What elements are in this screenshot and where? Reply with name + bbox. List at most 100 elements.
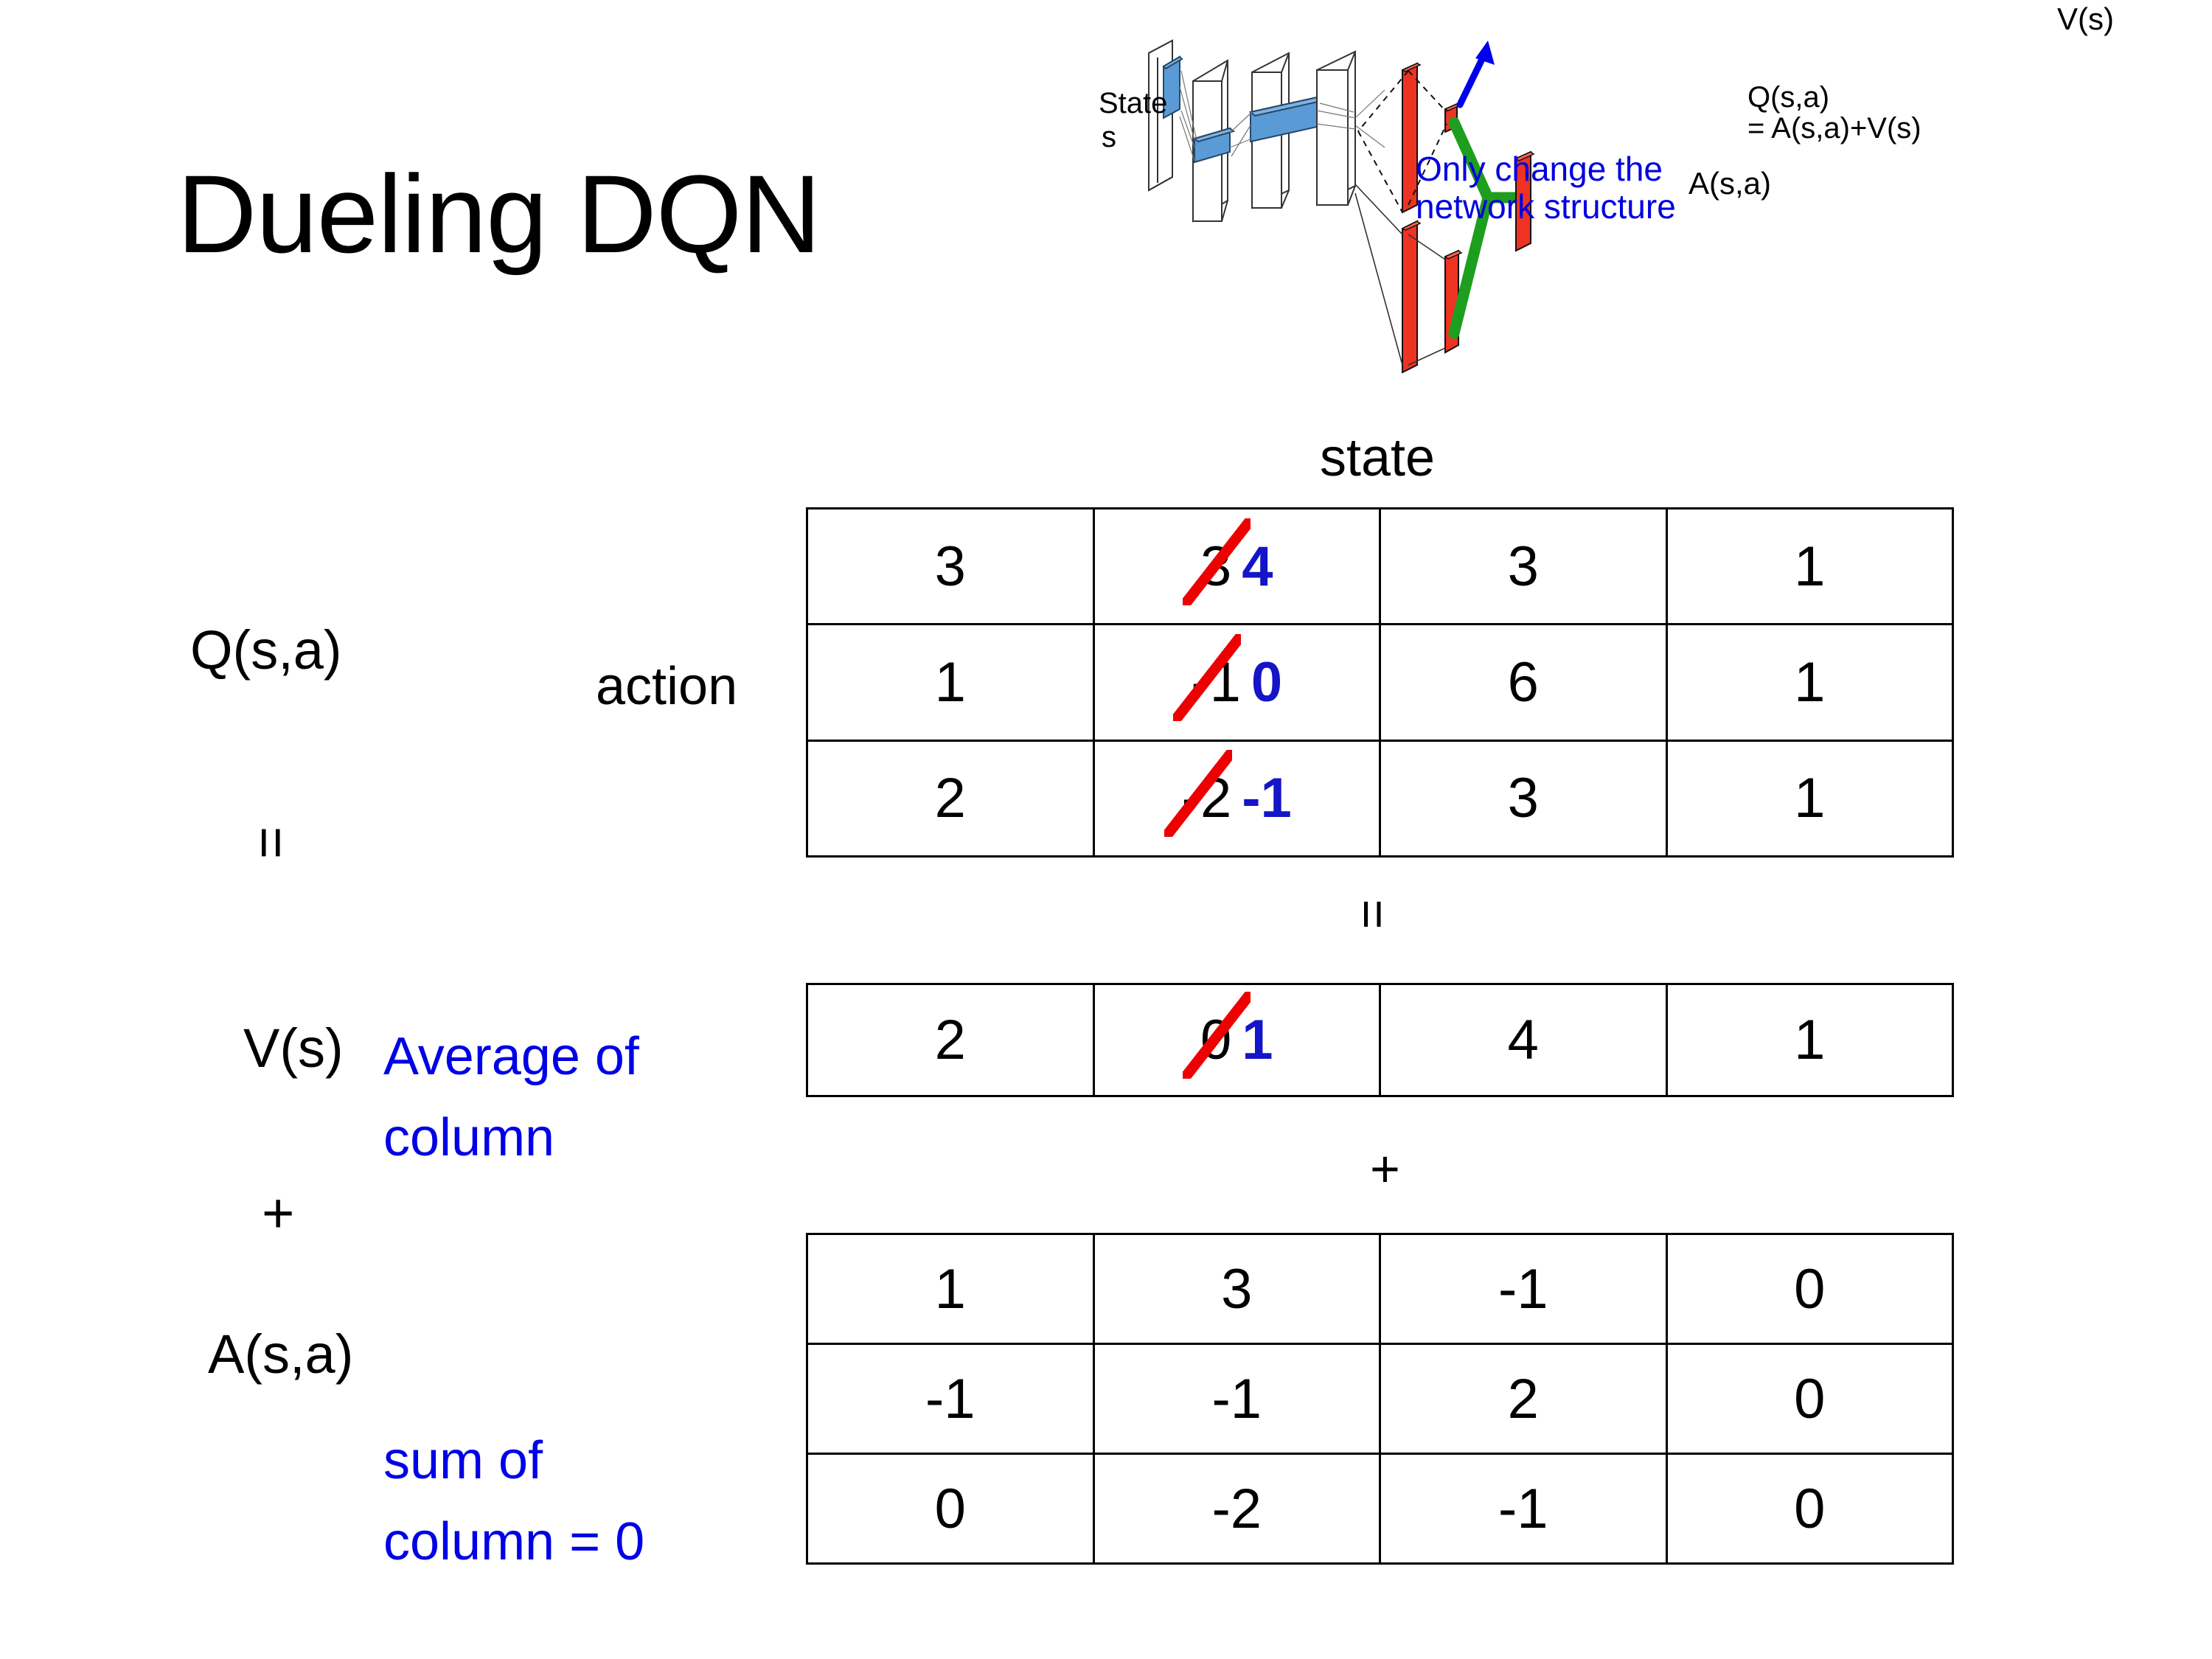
cell-value: -1 <box>925 1367 975 1430</box>
cell-content: 1 <box>1794 1008 1825 1072</box>
cell-value: 1 <box>934 1257 966 1321</box>
diagram-state-label-line2: s <box>1102 121 1116 153</box>
cell-content: 3 <box>1221 1257 1252 1321</box>
cell-value: -1 <box>1211 1367 1262 1430</box>
a-table-row: 0 -2 -1 0 <box>806 1453 1954 1565</box>
q-table-cell: 1 <box>1665 739 1954 858</box>
a-table-cell: 0 <box>1665 1453 1954 1565</box>
q-table-cell: 3 <box>1379 507 1668 626</box>
cell-content: -2 <box>1211 1477 1262 1541</box>
cell-content: 3 <box>935 535 966 599</box>
cell-value: -1 <box>1498 1257 1548 1321</box>
average-of-column-note-line2: column <box>383 1108 555 1167</box>
diagram-a-label: A(s,a) <box>1688 166 1772 201</box>
updated-value: -1 <box>1242 767 1292 830</box>
sum-of-column-note-line2: column = 0 <box>383 1512 645 1571</box>
updated-value: 4 <box>1242 535 1273 598</box>
q-table-cell: 2 <box>806 739 1095 858</box>
cell-content: 6 <box>1508 650 1539 714</box>
network-diagram-svg <box>1148 39 1535 374</box>
cell-content: 3 <box>1508 535 1539 599</box>
q-function-label: Q(s,a) <box>190 619 342 681</box>
cell-content: -1 <box>1498 1477 1548 1541</box>
cell-value: 1 <box>1794 650 1826 714</box>
cell-content: 2 <box>1508 1367 1539 1431</box>
cell-content: 1 <box>1794 766 1825 830</box>
updated-value: 1 <box>1242 1009 1273 1071</box>
cell-content: -2-1 <box>1164 750 1292 838</box>
old-value-struck: 0 <box>1182 992 1251 1079</box>
updated-value: 0 <box>1251 650 1283 714</box>
cell-value: 4 <box>1507 1009 1539 1071</box>
a-function-label: A(s,a) <box>208 1324 354 1385</box>
cell-content: 1 <box>1794 535 1825 599</box>
cell-value: 2 <box>934 1009 966 1071</box>
cell-content: 2 <box>935 766 966 830</box>
a-table-cell: -1 <box>1092 1343 1381 1455</box>
cell-content: 2 <box>935 1008 966 1072</box>
cell-content: 1 <box>935 1257 966 1321</box>
diagram-state-label-line1: State <box>1099 87 1168 119</box>
a-table-cell: 2 <box>1379 1343 1668 1455</box>
cell-value: -1 <box>1498 1477 1548 1540</box>
cell-value: 1 <box>934 650 966 714</box>
cell-value: 0 <box>1794 1257 1826 1321</box>
a-table-cell: -1 <box>806 1343 1095 1455</box>
cell-value: 1 <box>1794 1009 1826 1071</box>
cell-content: 3 <box>1508 766 1539 830</box>
equals-between-q-and-v: = <box>1344 899 1402 930</box>
cell-value: 0 <box>934 1477 966 1540</box>
cell-value: -2 <box>1211 1477 1262 1540</box>
cell-value: 2 <box>934 767 966 830</box>
a-table-cell: -2 <box>1092 1453 1381 1565</box>
cell-value: 3 <box>1221 1257 1253 1321</box>
cell-content: 0 <box>1794 1257 1825 1321</box>
diagram-q-label-line2: = A(s,a)+V(s) <box>1747 112 1921 145</box>
page-title: Dueling DQN <box>177 152 821 276</box>
cell-value: 2 <box>1507 1367 1539 1430</box>
q-table-cell: 1 <box>1665 507 1954 626</box>
a-table-cell: -1 <box>1379 1233 1668 1345</box>
cell-content: -1 <box>1211 1367 1262 1431</box>
dueling-network-diagram: State s Only change the network structur… <box>1099 0 2212 413</box>
q-table-cell: -2-1 <box>1092 739 1381 858</box>
cell-content: 4 <box>1508 1008 1539 1072</box>
q-table-cell: 1 <box>1665 623 1954 742</box>
cell-value: 1 <box>1794 767 1826 830</box>
a-table-row: 1 3 -1 0 <box>806 1233 1954 1345</box>
cell-content: 1 <box>935 650 966 714</box>
cell-value: 6 <box>1507 650 1539 714</box>
cell-content: -1 <box>1498 1257 1548 1321</box>
average-of-column-note-line1: Average of <box>383 1027 639 1086</box>
cell-value: 3 <box>934 535 966 598</box>
equals-q-to-sum: = <box>240 826 303 860</box>
old-value-struck: -1 <box>1173 633 1241 721</box>
cell-value: 3 <box>1507 535 1539 598</box>
diagram-v-label: V(s) <box>2057 1 2114 36</box>
a-table-cell: 3 <box>1092 1233 1381 1345</box>
q-table-cell: 6 <box>1379 623 1668 742</box>
cell-value: 1 <box>1794 535 1826 598</box>
v-table-cell: 2 <box>806 983 1095 1097</box>
v-function-label: V(s) <box>243 1018 344 1079</box>
cell-content: 1 <box>1794 650 1825 714</box>
q-table-cell: 3 <box>806 507 1095 626</box>
plus-between-v-and-a: + <box>1370 1140 1400 1197</box>
a-table-cell: 0 <box>1665 1233 1954 1345</box>
